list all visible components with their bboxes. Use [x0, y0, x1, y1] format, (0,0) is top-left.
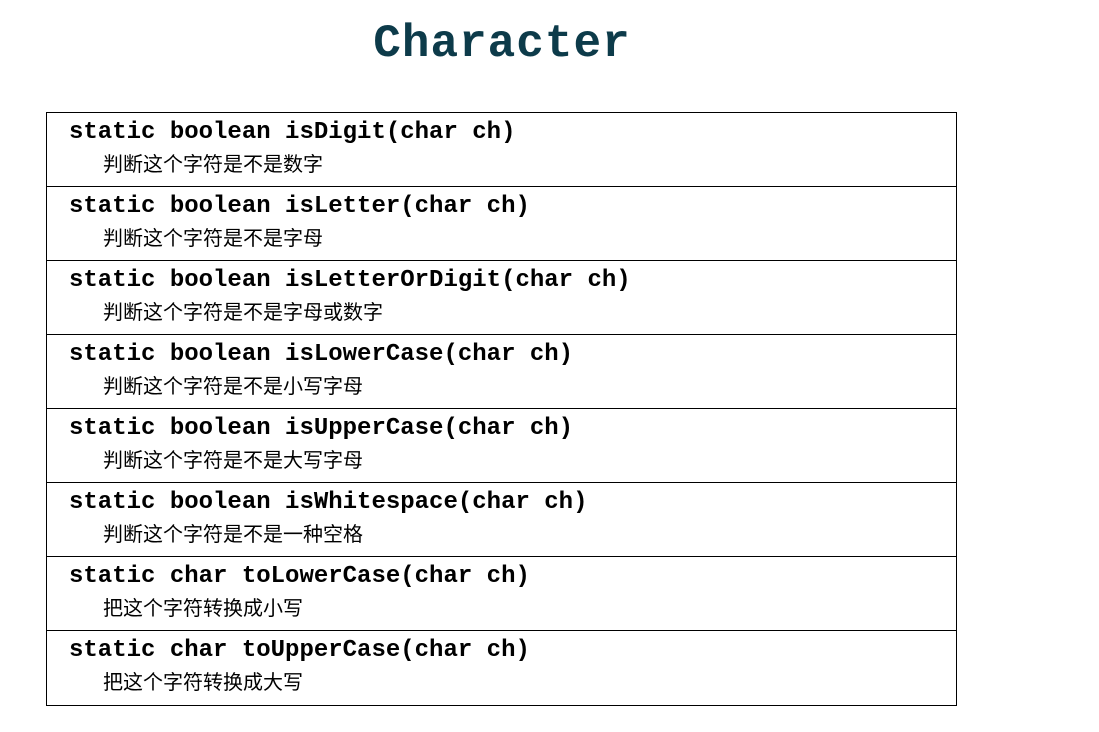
method-row: static boolean isDigit(char ch) 判断这个字符是不…	[47, 113, 956, 187]
method-signature: static boolean isLowerCase(char ch)	[69, 341, 574, 368]
method-description: 判断这个字符是不是小写字母	[103, 374, 363, 398]
method-row: static boolean isLetterOrDigit(char ch) …	[47, 261, 956, 335]
method-signature: static char toLowerCase(char ch)	[69, 563, 530, 590]
method-row: static boolean isUpperCase(char ch) 判断这个…	[47, 409, 956, 483]
method-row: static boolean isLowerCase(char ch) 判断这个…	[47, 335, 956, 409]
method-signature: static char toUpperCase(char ch)	[69, 637, 530, 664]
method-row: static boolean isLetter(char ch) 判断这个字符是…	[47, 187, 956, 261]
method-row: static char toLowerCase(char ch) 把这个字符转换…	[47, 557, 956, 631]
method-description: 把这个字符转换成小写	[103, 596, 303, 620]
method-row: static char toUpperCase(char ch) 把这个字符转换…	[47, 631, 956, 705]
methods-table: static boolean isDigit(char ch) 判断这个字符是不…	[46, 112, 957, 706]
method-signature: static boolean isLetter(char ch)	[69, 193, 530, 220]
method-description: 判断这个字符是不是数字	[103, 152, 323, 176]
method-description: 判断这个字符是不是一种空格	[103, 522, 363, 546]
method-description: 判断这个字符是不是大写字母	[103, 448, 363, 472]
method-signature: static boolean isWhitespace(char ch)	[69, 489, 588, 516]
method-description: 判断这个字符是不是字母或数字	[103, 300, 383, 324]
method-row: static boolean isWhitespace(char ch) 判断这…	[47, 483, 956, 557]
method-signature: static boolean isLetterOrDigit(char ch)	[69, 267, 631, 294]
method-description: 判断这个字符是不是字母	[103, 226, 323, 250]
method-description: 把这个字符转换成大写	[103, 670, 303, 694]
method-signature: static boolean isUpperCase(char ch)	[69, 415, 574, 442]
method-signature: static boolean isDigit(char ch)	[69, 119, 516, 146]
page-title: Character	[373, 18, 631, 70]
